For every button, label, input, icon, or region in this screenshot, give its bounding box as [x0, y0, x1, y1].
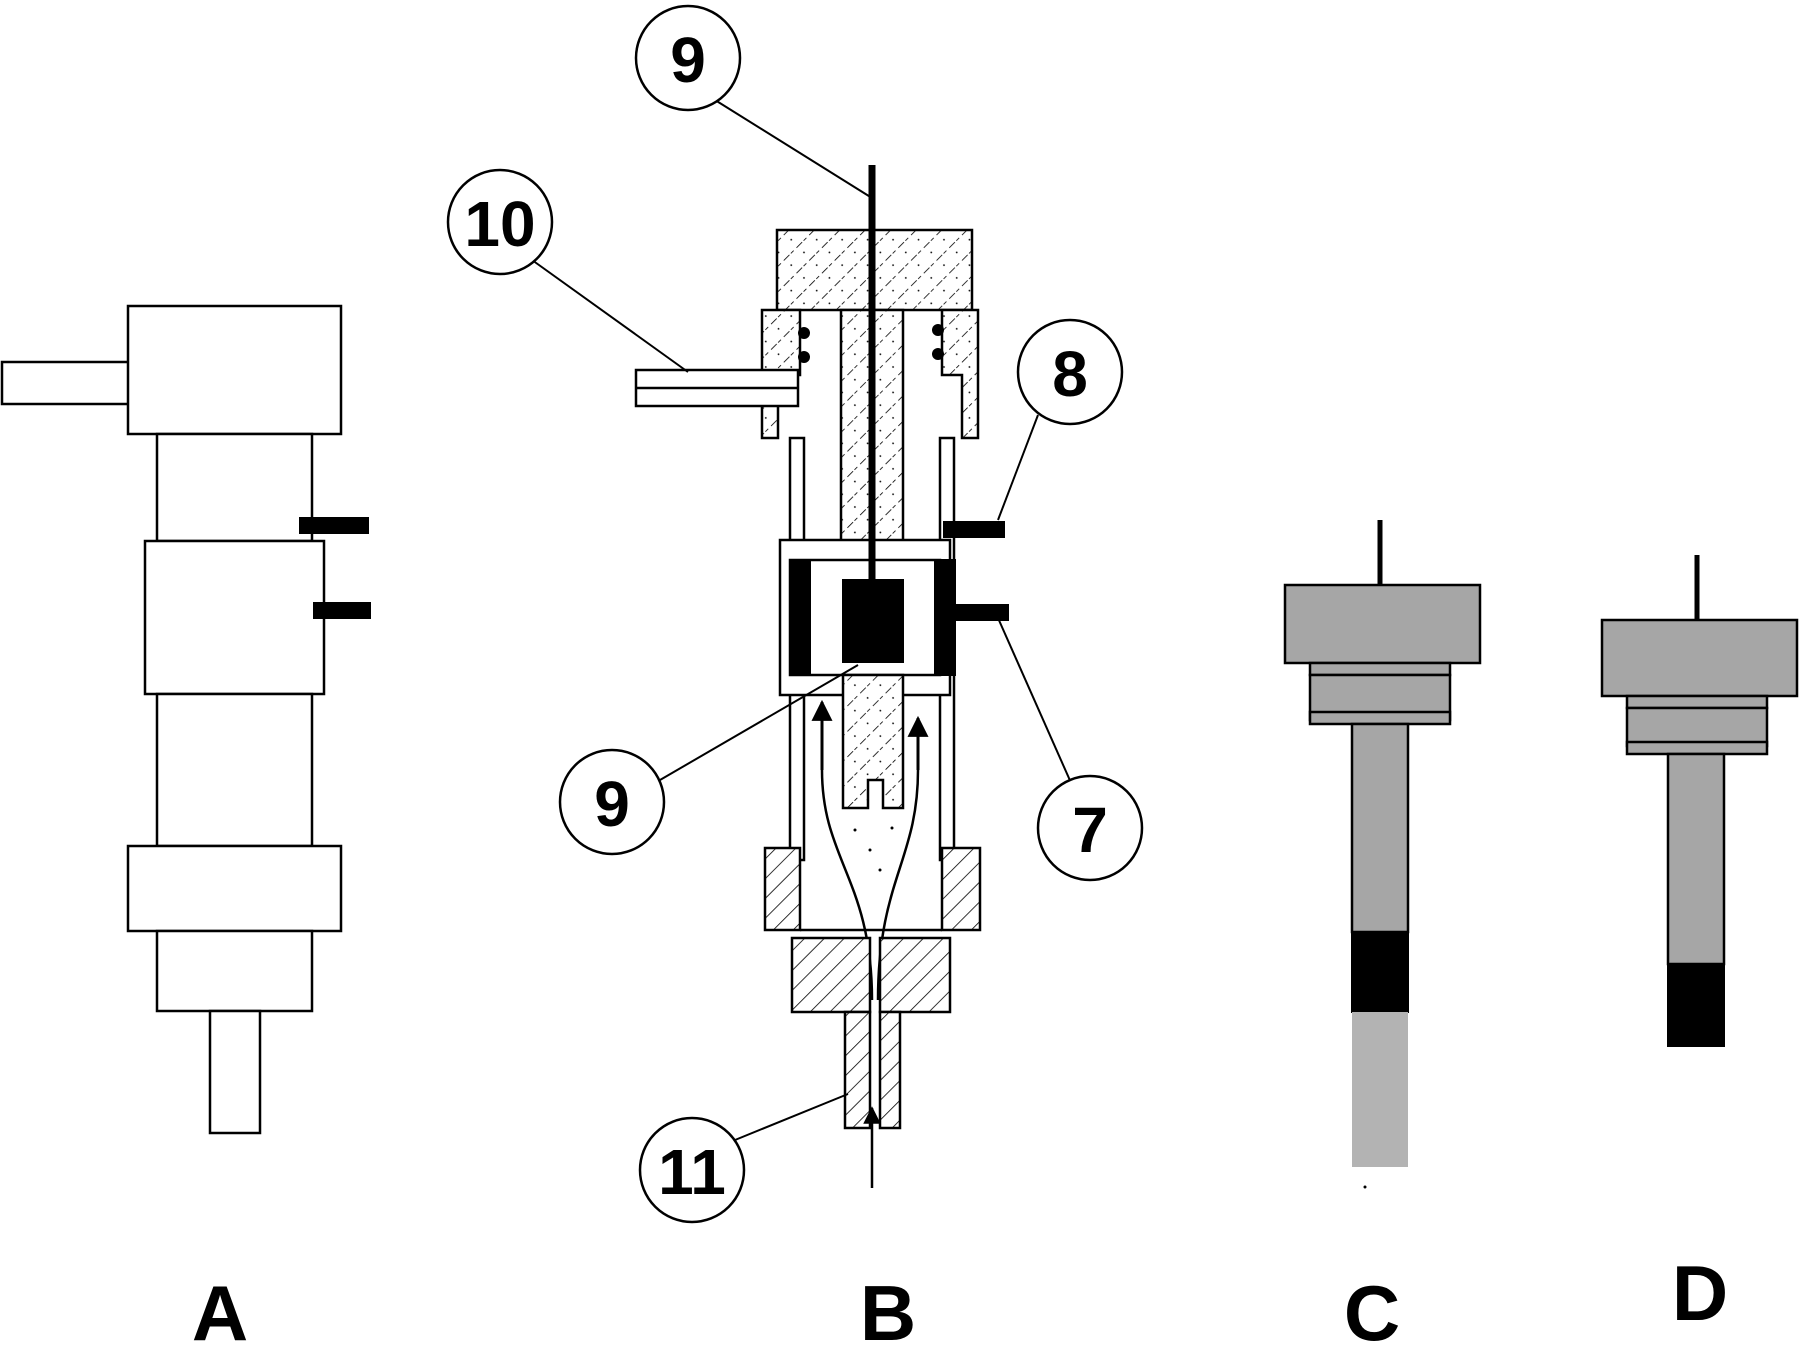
callout-7: 7 [1036, 774, 1144, 882]
panel-b-inlet-nozzle-right [878, 1010, 902, 1130]
panel-b-bottom-fitting-right [878, 936, 952, 1014]
panel-b-oring-2 [798, 351, 810, 363]
callout-7-text: 7 [1072, 794, 1108, 866]
panel-b-oring-1 [798, 327, 810, 339]
panel-label-d: D [1672, 1249, 1728, 1337]
panel-b-oring-4 [932, 348, 944, 360]
panel-a-middle-band [143, 539, 326, 696]
panel-d-electrode-tip [1667, 963, 1725, 1047]
panel-b-lower-flange-right [940, 846, 982, 932]
panel-b-oring-3 [932, 324, 944, 336]
callout-8: 8 [1016, 318, 1124, 426]
panel-d-collar [1625, 706, 1769, 748]
callout-10-text: 10 [464, 188, 535, 260]
panel-c-cap [1283, 583, 1482, 665]
panel-b-drawing [531, 99, 1073, 1188]
panel-b-lower-flange-left [763, 846, 802, 932]
panel-d-cap [1600, 618, 1799, 698]
callout-10-line [531, 259, 689, 373]
callout-7-line [997, 617, 1073, 786]
panel-d-shaft [1666, 752, 1726, 966]
panel-c-electrode-band [1351, 931, 1409, 1013]
callout-10: 10 [446, 168, 554, 276]
panel-b-bottom-fitting-left [790, 936, 872, 1014]
panel-d-ring-1 [1625, 694, 1769, 710]
panel-c-ring-1 [1308, 661, 1452, 677]
callout-11-line [734, 1093, 849, 1141]
panel-c-ring-2 [1308, 710, 1452, 726]
callout-9-top: 9 [634, 4, 742, 112]
panel-b-inlet-nozzle-left [843, 1010, 872, 1130]
callout-9-bottom-line [659, 664, 859, 781]
panel-a-inlet-tube [0, 360, 132, 406]
panel-a-upper-body [155, 432, 314, 543]
panel-a-drawing [0, 304, 371, 1135]
panel-a-bottom-body [155, 929, 314, 1013]
panel-b-upper-housing-right [940, 308, 980, 440]
panel-b-central-rod-lower [841, 673, 905, 810]
callout-11: 11 [638, 1116, 746, 1224]
panel-d-drawing [1600, 555, 1799, 1047]
callout-9-top-text: 9 [670, 24, 706, 96]
callout-9-bottom: 9 [558, 748, 666, 856]
panel-c-drawing [1283, 520, 1482, 1189]
panel-label-c: C [1344, 1269, 1400, 1355]
panel-d-ring-2 [1625, 740, 1769, 756]
panel-c-shaft [1350, 722, 1410, 934]
callout-9-bottom-text: 9 [594, 768, 630, 840]
callout-11-text: 11 [658, 1136, 726, 1208]
panel-a-top-cap [126, 304, 343, 436]
callout-8-text: 8 [1052, 338, 1088, 410]
panel-a-lower-body [155, 692, 314, 848]
panel-label-a: A [192, 1269, 248, 1355]
panel-a-pin-upper [299, 517, 369, 534]
panel-a-bottom-stem [208, 1009, 262, 1135]
panel-a-pin-lower [313, 602, 371, 619]
panel-b-electrode-core [842, 579, 904, 663]
panel-b-pin-7 [949, 604, 1009, 621]
panel-a-lower-collar [126, 844, 343, 933]
callout-9-top-line [714, 99, 873, 199]
panel-label-b: B [860, 1269, 916, 1355]
panel-b-pin-8 [943, 521, 1005, 538]
panel-c-tip [1352, 1012, 1408, 1167]
callout-8-line [997, 414, 1039, 521]
panel-b-electrode-ring-left [789, 559, 811, 676]
